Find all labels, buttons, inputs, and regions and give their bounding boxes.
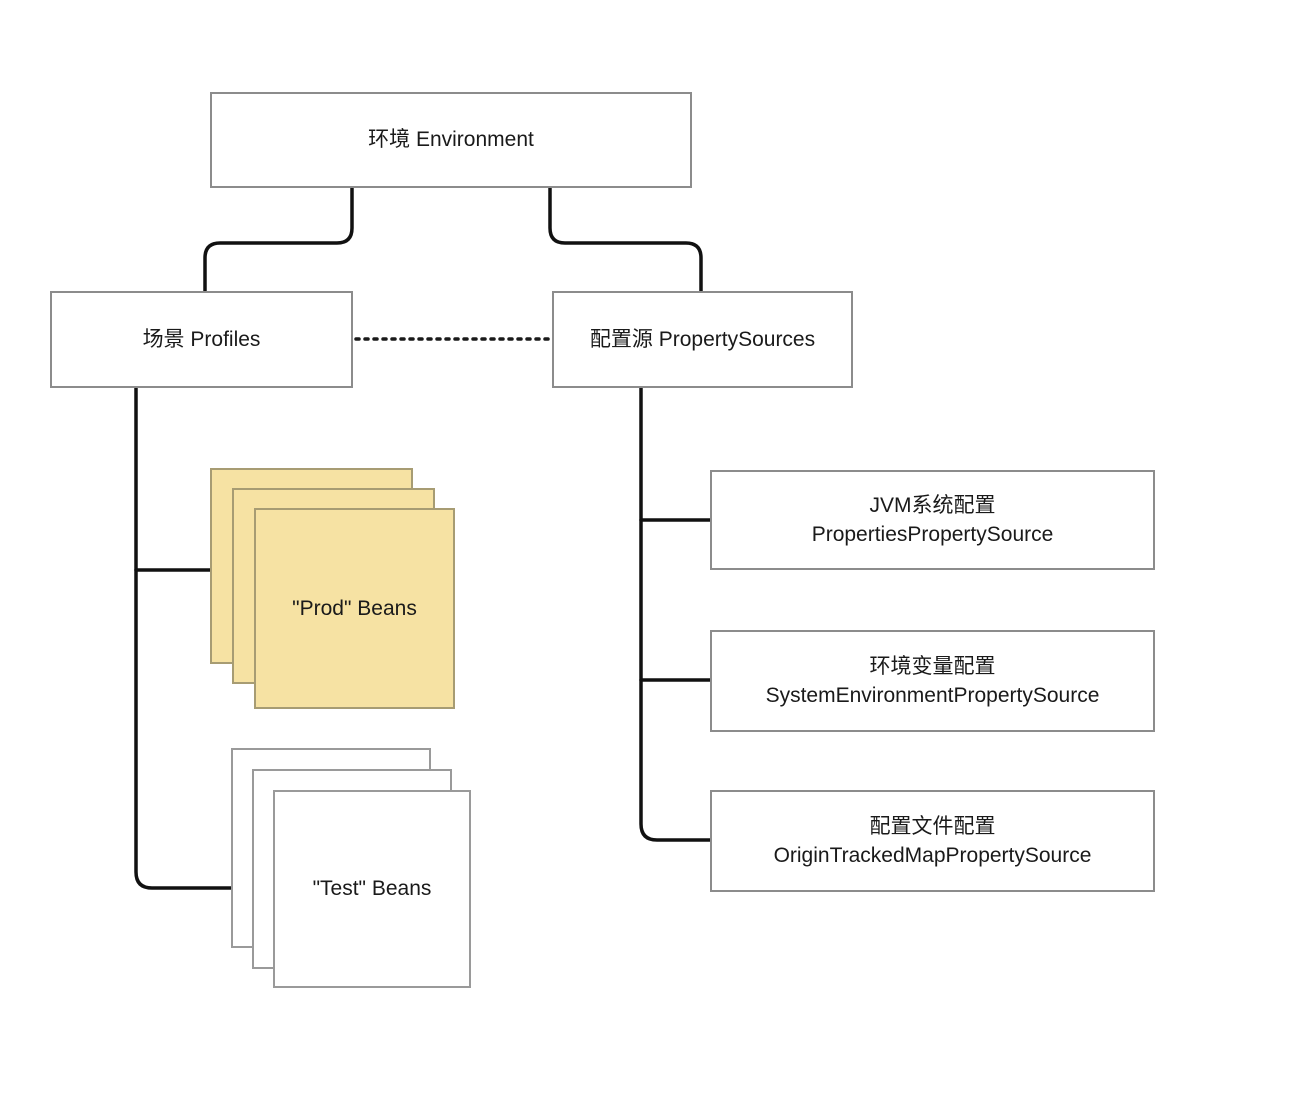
connector-environment-profiles	[203, 186, 354, 293]
environment-box: 环境 Environment	[210, 92, 692, 188]
profiles-box: 场景 Profiles	[50, 291, 353, 388]
jvm-property-source-title: JVM系统配置	[869, 493, 996, 517]
connector-environment-propertysources	[548, 186, 703, 293]
jvm-property-source-box: JVM系统配置 PropertiesPropertySource	[710, 470, 1155, 570]
config-file-property-source-title: 配置文件配置	[869, 814, 996, 838]
env-var-property-source-class: SystemEnvironmentPropertySource	[765, 684, 1100, 707]
property-sources-box: 配置源 PropertySources	[552, 291, 853, 388]
test-beans-label: "Test" Beans	[312, 877, 432, 900]
profiles-label: 场景 Profiles	[142, 327, 261, 351]
jvm-property-source-class: PropertiesPropertySource	[811, 523, 1054, 546]
test-beans-card: "Test" Beans	[273, 790, 471, 988]
prod-beans-label: "Prod" Beans	[292, 596, 417, 620]
environment-label: 环境 Environment	[368, 128, 534, 152]
env-var-property-source-title: 环境变量配置	[869, 654, 996, 678]
property-sources-label: 配置源 PropertySources	[589, 327, 816, 351]
config-file-property-source-box: 配置文件配置 OriginTrackedMapPropertySource	[710, 790, 1155, 892]
env-var-property-source-box: 环境变量配置 SystemEnvironmentPropertySource	[710, 630, 1155, 732]
prod-beans-card: "Prod" Beans	[254, 508, 455, 709]
config-file-property-source-class: OriginTrackedMapPropertySource	[773, 844, 1092, 867]
connector-propertysources-trunk	[639, 386, 712, 842]
